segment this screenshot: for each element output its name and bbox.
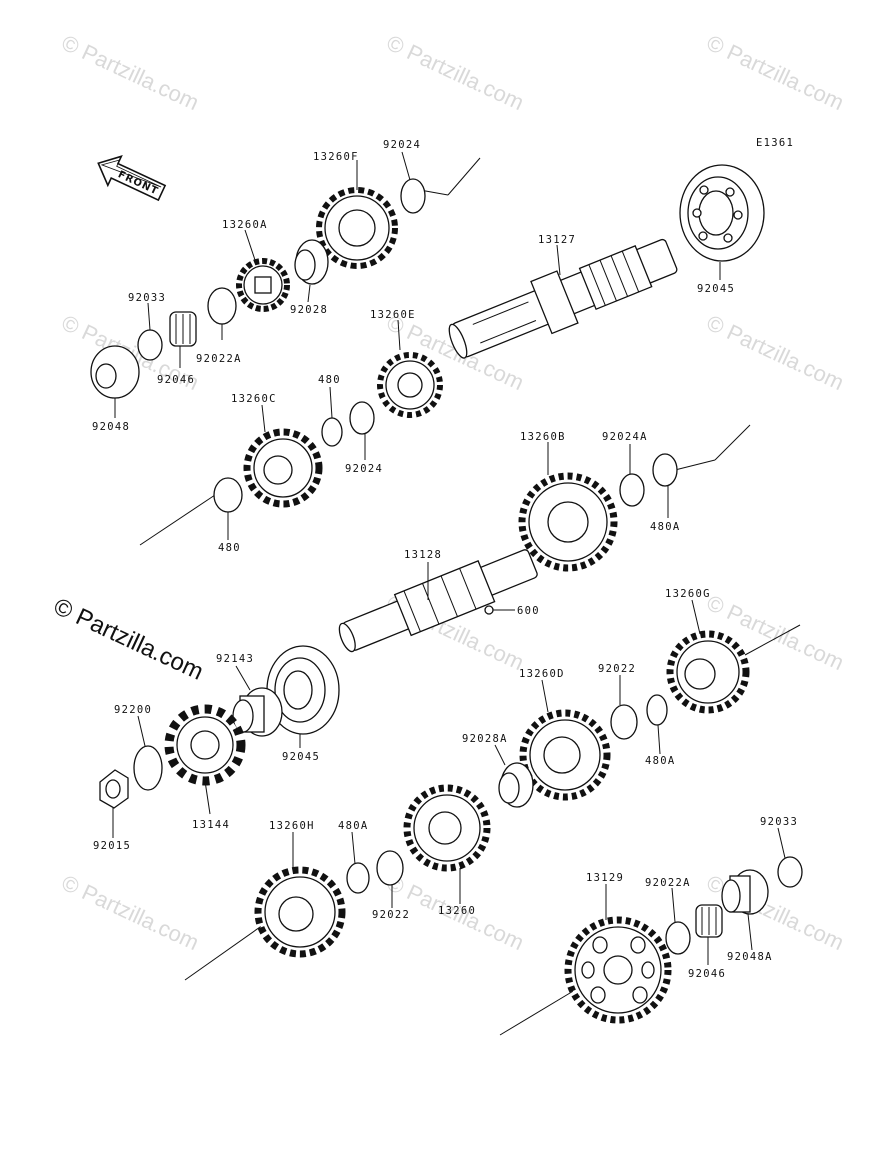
gear-13260h xyxy=(254,866,346,958)
ring-92022a-upper xyxy=(207,287,237,325)
label-92046[interactable]: 92046 xyxy=(688,968,726,980)
label-480a[interactable]: 480A xyxy=(645,755,676,767)
label-92033[interactable]: 92033 xyxy=(760,816,798,828)
gear-13260c xyxy=(243,428,323,508)
shaft-13128 xyxy=(338,549,538,653)
label-92045[interactable]: 92045 xyxy=(697,283,735,295)
label-13260f[interactable]: 13260F xyxy=(313,151,359,163)
bearing-92046-lower xyxy=(695,904,723,938)
label-13260e[interactable]: 13260E xyxy=(370,309,416,321)
bush-92028 xyxy=(294,239,329,285)
shaft-13127 xyxy=(448,238,678,359)
label-92028[interactable]: 92028 xyxy=(290,304,328,316)
watermark: © Partzilla.com xyxy=(703,870,848,955)
ring-92024-upper xyxy=(400,178,426,214)
ring-92022a-lower xyxy=(665,921,691,955)
label-92015[interactable]: 92015 xyxy=(93,840,131,852)
sprocket-13144 xyxy=(164,704,246,786)
collar-92048 xyxy=(90,345,140,399)
watermark: © Partzilla.com xyxy=(703,30,848,115)
label-13260d[interactable]: 13260D xyxy=(519,668,565,680)
gear-13260e xyxy=(377,352,443,418)
label-92033[interactable]: 92033 xyxy=(128,292,166,304)
label-13144[interactable]: 13144 xyxy=(192,819,230,831)
label-13260c[interactable]: 13260C xyxy=(231,393,277,405)
leader-lines xyxy=(112,151,786,965)
circlip-480-lower xyxy=(213,477,243,513)
gear-13260a xyxy=(236,258,290,312)
bearing-92045-upper xyxy=(679,164,765,262)
label-92045[interactable]: 92045 xyxy=(282,751,320,763)
label-92024a[interactable]: 92024A xyxy=(602,431,648,443)
bush-92028a xyxy=(498,762,534,808)
label-92024[interactable]: 92024 xyxy=(383,139,421,151)
label-13260[interactable]: 13260 xyxy=(438,905,476,917)
label-92046[interactable]: 92046 xyxy=(157,374,195,386)
label-480[interactable]: 480 xyxy=(218,542,241,554)
circlip-480-upper xyxy=(321,417,343,447)
ring-92022-bottom xyxy=(376,850,404,886)
ring-92024a xyxy=(619,473,645,507)
label-92022a[interactable]: 92022A xyxy=(196,353,242,365)
gear-13260f xyxy=(316,187,398,269)
label-13260h[interactable]: 13260H xyxy=(269,820,315,832)
label-13129[interactable]: 13129 xyxy=(586,872,624,884)
watermark: © Partzilla.com xyxy=(703,310,848,395)
gear-13129 xyxy=(564,916,672,1024)
label-92024[interactable]: 92024 xyxy=(345,463,383,475)
collar-92143 xyxy=(232,687,283,737)
diagram-code: E1361 xyxy=(756,137,794,149)
label-13127[interactable]: 13127 xyxy=(538,234,576,246)
ring-92022-lower xyxy=(610,704,638,740)
ring-92033-upper xyxy=(137,329,163,361)
label-600[interactable]: 600 xyxy=(517,605,540,617)
ring-92024-middle xyxy=(349,401,375,435)
pin-600 xyxy=(484,605,494,615)
front-arrow-icon: FRONT xyxy=(97,155,167,202)
label-13260g[interactable]: 13260G xyxy=(665,588,711,600)
label-92022[interactable]: 92022 xyxy=(598,663,636,675)
partzilla-watermark-dark: © Partzilla.com xyxy=(49,593,207,686)
label-13260b[interactable]: 13260B xyxy=(520,431,566,443)
label-480[interactable]: 480 xyxy=(318,374,341,386)
watermark: © Partzilla.com xyxy=(383,30,528,115)
bearing-92045-lower xyxy=(266,645,340,735)
watermark: © Partzilla.com xyxy=(58,870,203,955)
label-13128[interactable]: 13128 xyxy=(404,549,442,561)
part-labels: 13260F 92024 13260A 92028 13127 92045 92… xyxy=(92,139,798,980)
gear-13260b xyxy=(518,472,618,572)
circlip-480a-middle xyxy=(646,694,668,726)
label-92022[interactable]: 92022 xyxy=(372,909,410,921)
label-92143[interactable]: 92143 xyxy=(216,653,254,665)
label-92048a[interactable]: 92048A xyxy=(727,951,773,963)
label-92200[interactable]: 92200 xyxy=(114,704,152,716)
ring-92033-lower xyxy=(777,856,803,888)
nut-92015 xyxy=(99,769,129,809)
label-92048[interactable]: 92048 xyxy=(92,421,130,433)
bearing-92046-upper xyxy=(169,311,197,347)
gear-13260 xyxy=(403,784,491,872)
label-480a[interactable]: 480A xyxy=(650,521,681,533)
gear-13260g xyxy=(666,630,750,714)
collar-92048a xyxy=(721,869,769,915)
label-92028a[interactable]: 92028A xyxy=(462,733,508,745)
gear-13260d xyxy=(519,709,611,801)
label-480a[interactable]: 480A xyxy=(338,820,369,832)
label-92022a[interactable]: 92022A xyxy=(645,877,691,889)
washer-92200 xyxy=(133,745,163,791)
label-13260a[interactable]: 13260A xyxy=(222,219,268,231)
watermark: © Partzilla.com xyxy=(58,30,203,115)
circlip-480a-upper xyxy=(652,453,678,487)
circlip-480a-lower xyxy=(346,862,370,894)
